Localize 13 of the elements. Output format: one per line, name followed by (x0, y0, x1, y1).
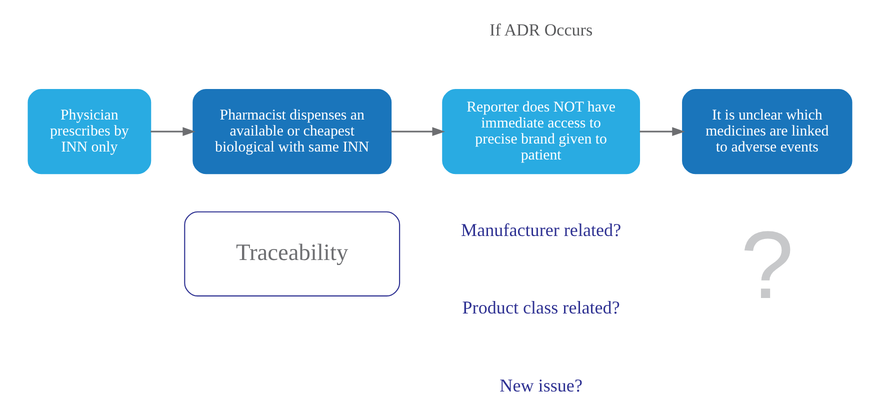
label: ? (740, 212, 794, 320)
arrow (391, 127, 446, 136)
arrow (150, 127, 196, 136)
node-box: Traceability (184, 211, 400, 296)
node-box: It is unclear which medicines are linked to adverse events (682, 89, 852, 174)
label: New issue? (500, 375, 582, 396)
label: Manufacturer related? (461, 220, 622, 240)
label: If ADR Occurs (490, 20, 593, 40)
label: Product class related? (462, 298, 620, 318)
arrow (640, 127, 685, 136)
node-box: Reporter does NOT have immediate access to precise brand given to patient (442, 89, 640, 174)
node-box: Physician prescribes by INN only (28, 89, 152, 174)
node-box: Pharmacist dispenses an available or cheapest biological with same INN (192, 89, 392, 174)
